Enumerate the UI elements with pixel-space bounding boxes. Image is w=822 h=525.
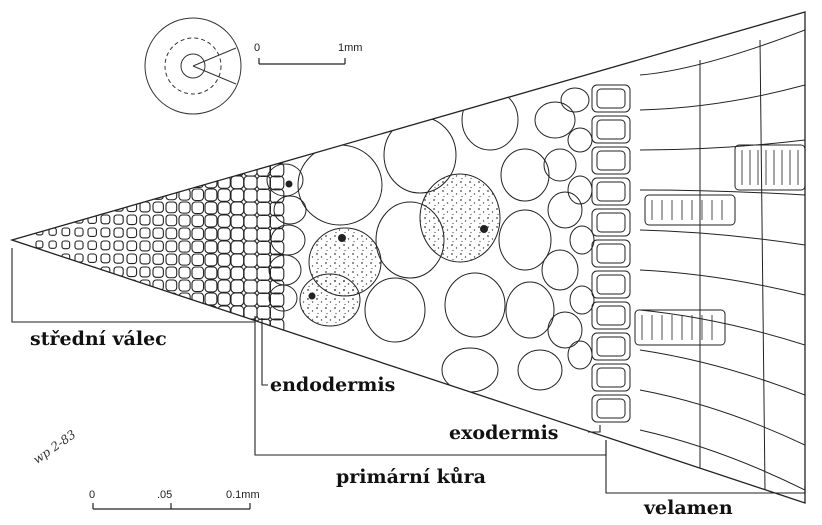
top-scale-end-label: 1mm <box>338 42 362 54</box>
label-exodermis: exodermis <box>449 422 559 444</box>
bottom-scale-mid-label: .05 <box>157 489 172 501</box>
bottom-scale-zero-label: 0 <box>89 489 95 501</box>
bottom-scale-end-label: 0.1mm <box>226 489 260 501</box>
label-endodermis: endodermis <box>270 374 395 396</box>
label-stredni-valec: střední válec <box>30 328 167 350</box>
label-primarni-kura: primární kůra <box>336 466 486 488</box>
root-section-wedge <box>12 12 805 503</box>
overview-circle-icon <box>145 18 241 114</box>
label-velamen: velamen <box>644 497 733 519</box>
bottom-scale-bar <box>93 503 250 509</box>
top-scale-bar <box>259 58 345 64</box>
top-scale-zero-label: 0 <box>254 42 260 54</box>
